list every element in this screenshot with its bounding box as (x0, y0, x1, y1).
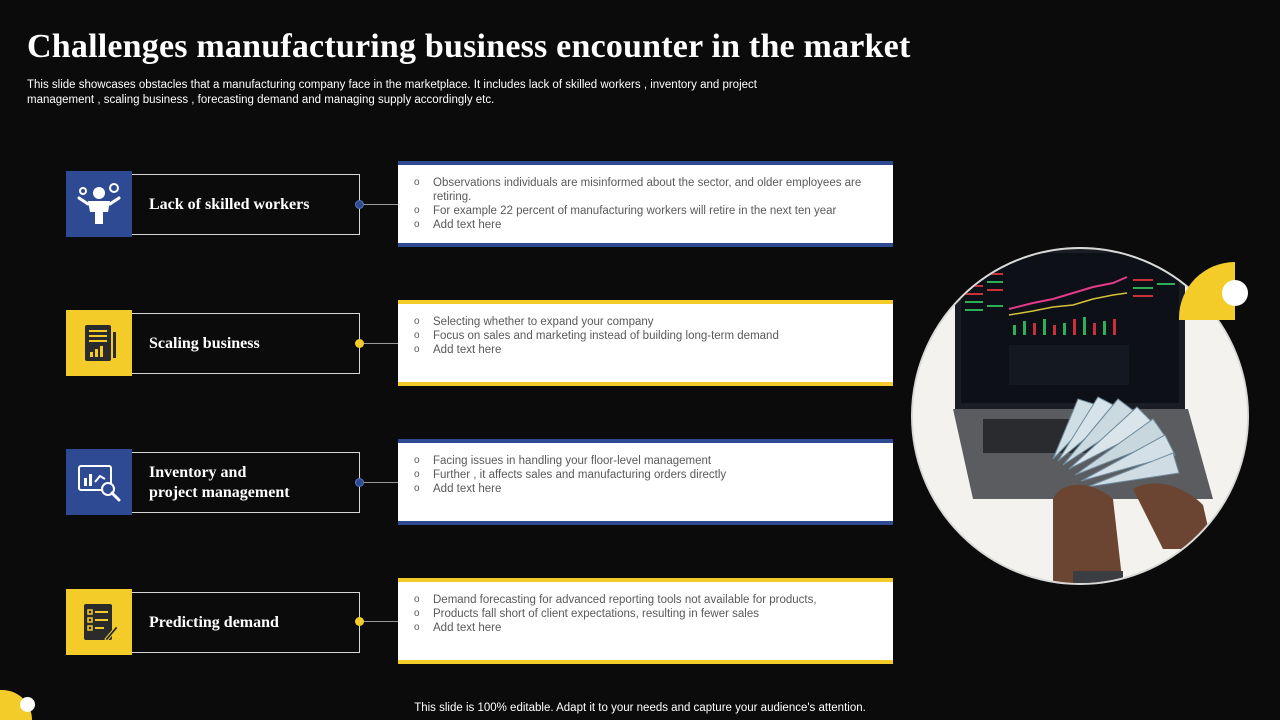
connector-dot (355, 617, 364, 626)
slide-title: Challenges manufacturing business encoun… (27, 28, 911, 65)
connector-line (360, 621, 399, 622)
challenge-label: Lack of skilled workers (132, 174, 360, 235)
dashboard-search-icon (66, 449, 132, 515)
slide-subtitle: This slide showcases obstacles that a ma… (27, 79, 757, 106)
footer-note: This slide is 100% editable. Adapt it to… (414, 702, 866, 714)
connector-dot (355, 200, 364, 209)
white-corner-dot-decoration (20, 697, 35, 712)
connector-line (360, 482, 399, 483)
challenge-label: Inventory and project management (132, 452, 360, 513)
connector-dot (355, 339, 364, 348)
worker-gears-icon (66, 171, 132, 237)
connector-dot (355, 478, 364, 487)
challenge-label: Predicting demand (132, 592, 360, 653)
report-chart-icon (66, 310, 132, 376)
challenge-label: Scaling business (132, 313, 360, 374)
connector-line (360, 204, 399, 205)
white-dot-decoration (1222, 280, 1248, 306)
connector-line (360, 343, 399, 344)
checklist-pen-icon (66, 589, 132, 655)
